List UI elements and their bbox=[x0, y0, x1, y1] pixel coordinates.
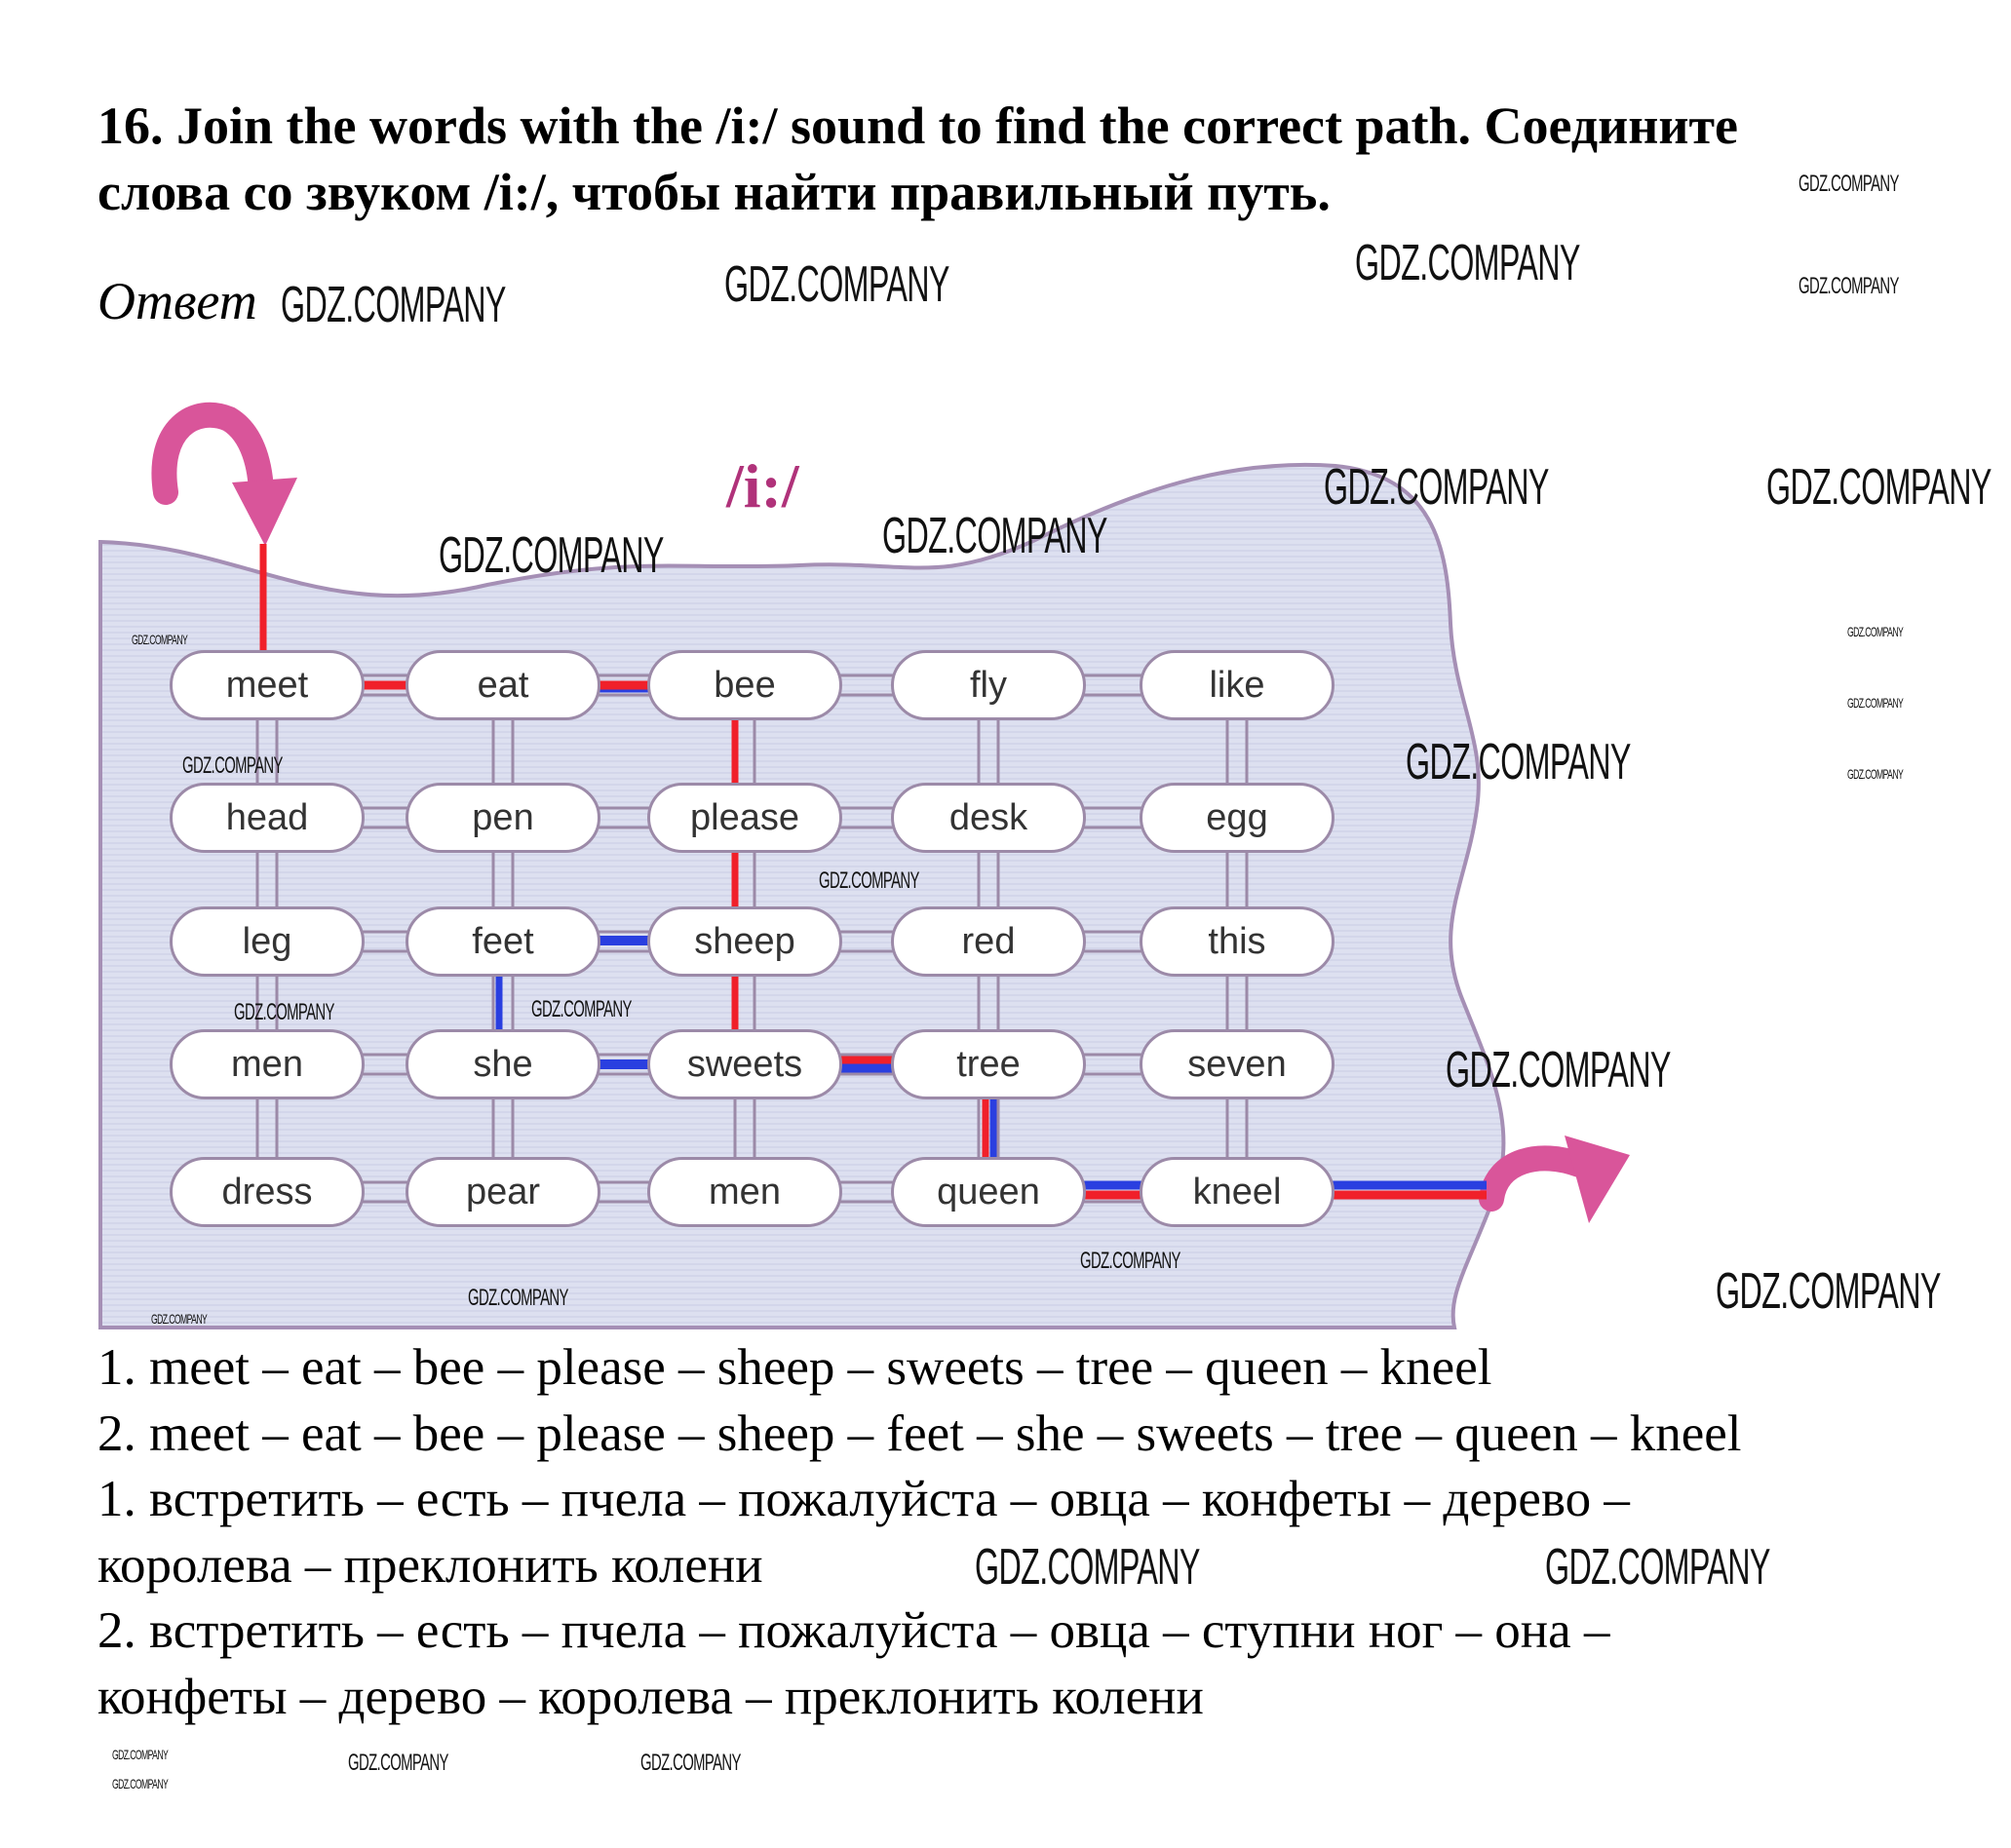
word-cell-pear: pear bbox=[406, 1157, 600, 1227]
word-cell-queen: queen bbox=[891, 1157, 1086, 1227]
answer-line: 1. meet – eat – bee – please – sheep – s… bbox=[97, 1339, 1492, 1396]
watermark: GDZ.COMPANY bbox=[882, 508, 1107, 564]
word-cell-bee: bee bbox=[647, 650, 842, 720]
start-arrow-icon bbox=[151, 402, 274, 510]
watermark: GDZ.COMPANY bbox=[1080, 1248, 1180, 1274]
watermark: GDZ.COMPANY bbox=[975, 1539, 1200, 1596]
watermark: GDZ.COMPANY bbox=[724, 256, 949, 313]
watermark: GDZ.COMPANY bbox=[1847, 624, 1904, 639]
watermark: GDZ.COMPANY bbox=[234, 999, 334, 1025]
watermark: GDZ.COMPANY bbox=[151, 1311, 208, 1327]
word-cell-feet: feet bbox=[406, 906, 600, 977]
watermark: GDZ.COMPANY bbox=[112, 1776, 169, 1791]
word-cell-this: this bbox=[1140, 906, 1334, 977]
word-cell-fly: fly bbox=[891, 650, 1086, 720]
task-title-line1: 16. Join the words with the /i:/ sound t… bbox=[97, 96, 1738, 155]
watermark: GDZ.COMPANY bbox=[531, 996, 632, 1022]
watermark: GDZ.COMPANY bbox=[439, 527, 664, 584]
answer-line: конфеты – дерево – королева – преклонить… bbox=[97, 1668, 1204, 1725]
word-cell-pen: pen bbox=[406, 783, 600, 853]
answer-line: 1. встретить – есть – пчела – пожалуйста… bbox=[97, 1471, 1630, 1527]
word-cell-head: head bbox=[170, 783, 365, 853]
watermark: GDZ.COMPANY bbox=[1406, 734, 1631, 790]
answer-line: королева – преклонить колени bbox=[97, 1536, 763, 1594]
watermark: GDZ.COMPANY bbox=[1798, 171, 1899, 197]
word-cell-men: men bbox=[170, 1029, 365, 1099]
word-cell-tree: tree bbox=[891, 1029, 1086, 1099]
watermark: GDZ.COMPANY bbox=[1847, 695, 1904, 711]
watermark: GDZ.COMPANY bbox=[132, 632, 188, 647]
word-cell-egg: egg bbox=[1140, 783, 1334, 853]
watermark: GDZ.COMPANY bbox=[468, 1285, 568, 1311]
watermark: GDZ.COMPANY bbox=[1766, 459, 1992, 516]
watermark: GDZ.COMPANY bbox=[1324, 459, 1549, 516]
word-cell-like: like bbox=[1140, 650, 1334, 720]
word-cell-dress: dress bbox=[170, 1157, 365, 1227]
sound-label: /i:/ bbox=[726, 451, 799, 520]
answer-label: Ответ bbox=[97, 272, 257, 330]
task-title-line2: слова со звуком /i:/, чтобы найти правил… bbox=[97, 163, 1331, 221]
watermark: GDZ.COMPANY bbox=[112, 1747, 169, 1762]
word-cell-kneel: kneel bbox=[1140, 1157, 1334, 1227]
watermark: GDZ.COMPANY bbox=[281, 277, 506, 333]
word-cell-please: please bbox=[647, 783, 842, 853]
finish-arrowhead-icon bbox=[1565, 1136, 1630, 1223]
watermark: GDZ.COMPANY bbox=[348, 1750, 448, 1776]
watermark: GDZ.COMPANY bbox=[1355, 235, 1580, 291]
watermark: GDZ.COMPANY bbox=[1716, 1263, 1941, 1320]
word-cell-desk: desk bbox=[891, 783, 1086, 853]
answer-line: 2. meet – eat – bee – please – sheep – f… bbox=[97, 1405, 1742, 1462]
watermark: GDZ.COMPANY bbox=[1545, 1539, 1770, 1596]
answer-lines: 1. meet – eat – bee – please – sheep – s… bbox=[97, 1335, 1998, 1730]
answer-line: 2. встретить – есть – пчела – пожалуйста… bbox=[97, 1602, 1610, 1659]
word-cell-sheep: sheep bbox=[647, 906, 842, 977]
watermark: GDZ.COMPANY bbox=[640, 1750, 741, 1776]
word-cell-men: men bbox=[647, 1157, 842, 1227]
word-cell-red: red bbox=[891, 906, 1086, 977]
word-cell-sweets: sweets bbox=[647, 1029, 842, 1099]
task-title: 16. Join the words with the /i:/ sound t… bbox=[97, 93, 1950, 225]
word-cell-leg: leg bbox=[170, 906, 365, 977]
word-cell-seven: seven bbox=[1140, 1029, 1334, 1099]
word-cell-meet: meet bbox=[170, 650, 365, 720]
watermark: GDZ.COMPANY bbox=[182, 752, 283, 779]
watermark: GDZ.COMPANY bbox=[1847, 766, 1904, 782]
finish-arrow-icon bbox=[1479, 1145, 1592, 1212]
watermark: GDZ.COMPANY bbox=[1446, 1042, 1671, 1098]
word-cell-she: she bbox=[406, 1029, 600, 1099]
start-arrowhead-icon bbox=[232, 478, 297, 546]
word-cell-eat: eat bbox=[406, 650, 600, 720]
watermark: GDZ.COMPANY bbox=[819, 867, 919, 894]
watermark: GDZ.COMPANY bbox=[1798, 273, 1899, 299]
